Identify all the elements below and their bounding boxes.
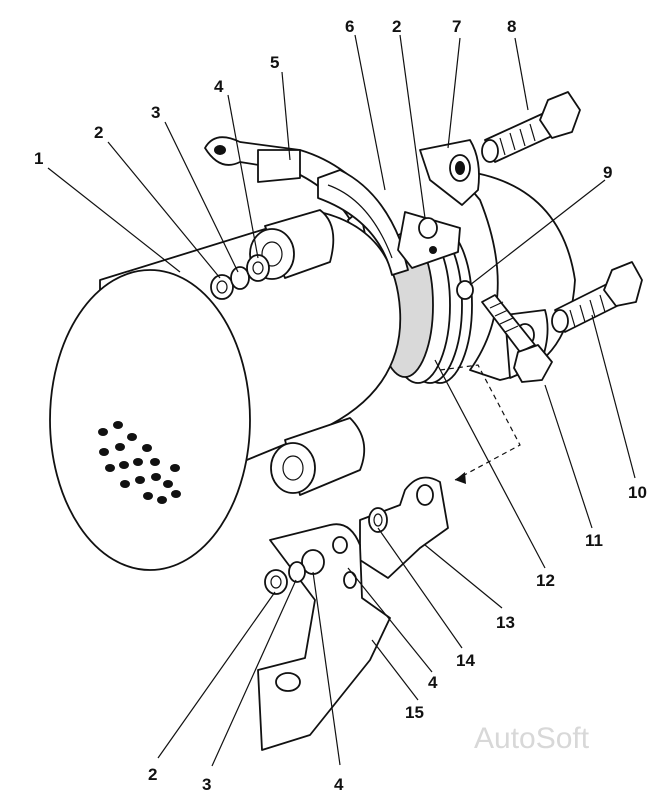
callout-12: 12 [536, 571, 555, 590]
lower-bracket [257, 476, 449, 751]
watermark: AutoSoft [474, 722, 590, 755]
callout-1: 1 [34, 149, 43, 168]
callout-6: 6 [345, 17, 354, 36]
bolt-middle [481, 294, 553, 383]
callout-2-top: 2 [392, 17, 401, 36]
adjusting-bracket-upper [317, 169, 461, 276]
callout-2-bottom: 2 [148, 765, 157, 784]
callout-2-upper: 2 [94, 123, 103, 142]
callout-5: 5 [270, 53, 279, 72]
callout-15: 15 [405, 703, 424, 722]
callout-3-upper: 3 [151, 103, 160, 122]
callout-4-lower: 4 [428, 673, 438, 692]
assembly-direction-arrow [439, 364, 521, 484]
callout-labels: 1 2 3 4 5 6 2 7 8 9 10 11 12 13 14 4 15 … [34, 17, 647, 794]
washer-stack-upper [210, 254, 474, 300]
callout-9: 9 [603, 163, 612, 182]
callout-13: 13 [496, 613, 515, 632]
vent-holes [98, 421, 181, 504]
callout-8: 8 [507, 17, 516, 36]
bolt-lower [551, 261, 643, 333]
callout-4-upper: 4 [214, 77, 224, 96]
generator-body [49, 209, 402, 571]
callout-14: 14 [456, 651, 475, 670]
callout-10: 10 [628, 483, 647, 502]
bolt-upper [481, 91, 581, 163]
callout-11: 11 [585, 531, 603, 550]
leader-lines [47, 34, 636, 767]
callout-7: 7 [452, 17, 461, 36]
callout-3-bottom: 3 [202, 775, 211, 794]
callout-4-bottom: 4 [334, 775, 344, 794]
